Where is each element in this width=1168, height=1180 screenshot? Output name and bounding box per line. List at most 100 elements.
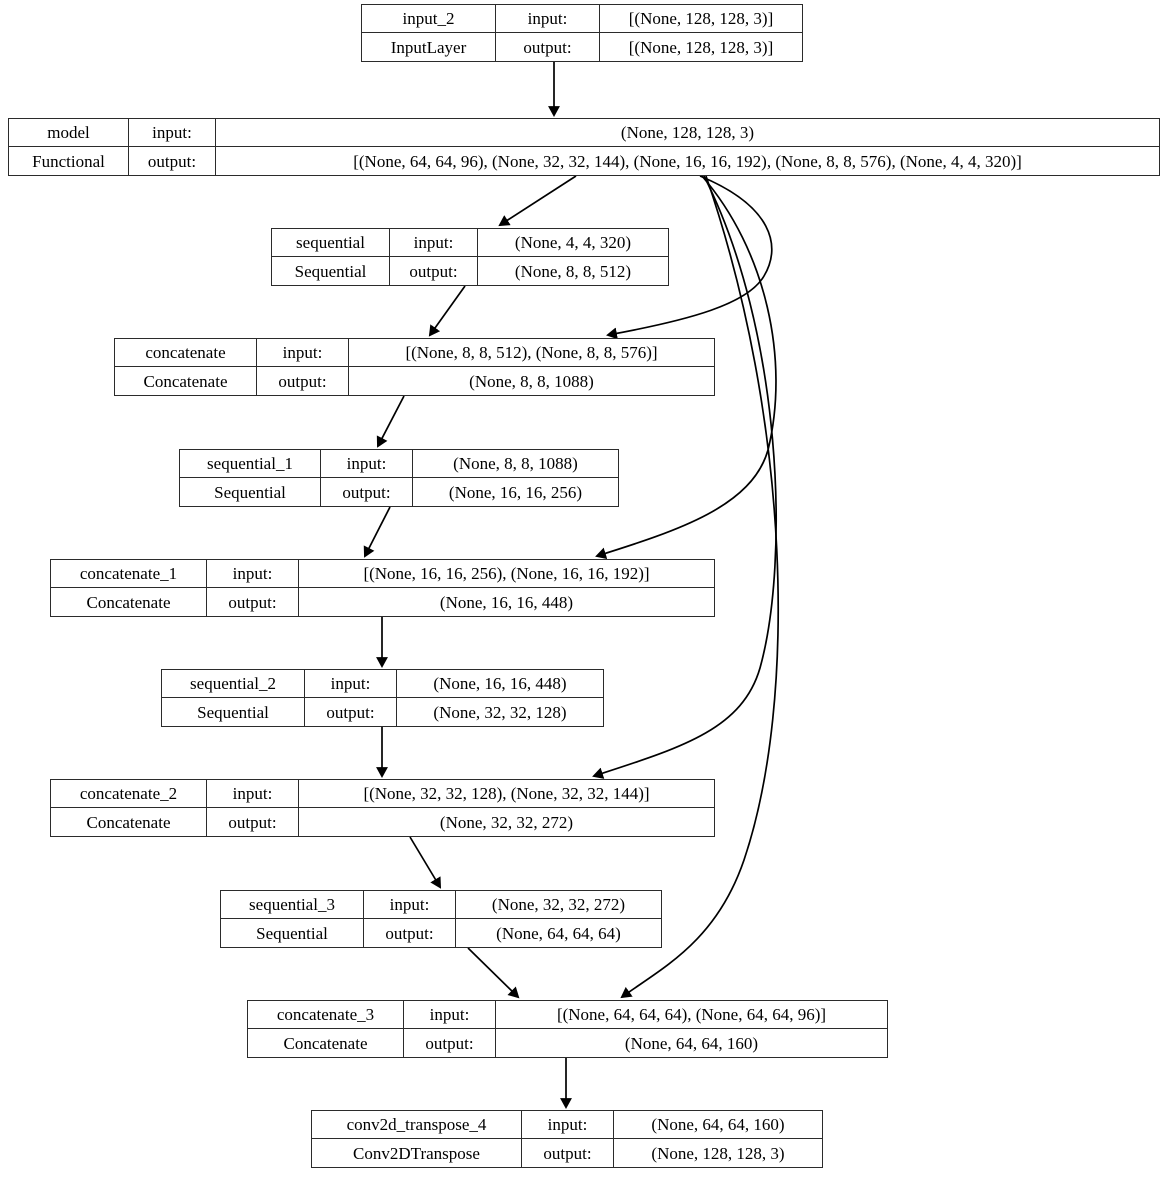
edge-model-to-sequential bbox=[498, 175, 577, 227]
input-shape: (None, 4, 4, 320) bbox=[514, 233, 632, 252]
output-shape: (None, 32, 32, 272) bbox=[439, 812, 574, 832]
output-shape: (None, 8, 8, 512) bbox=[514, 261, 632, 281]
input-shape: (None, 64, 64, 160) bbox=[651, 1115, 785, 1134]
layer-class: Sequential bbox=[180, 478, 321, 506]
layer-name: conv2d_transpose_4 bbox=[312, 1111, 522, 1138]
output-label: output: bbox=[129, 147, 216, 175]
layer-name: concatenate_1 bbox=[51, 560, 207, 587]
edge-sequential-to-concatenate bbox=[428, 285, 466, 337]
input-label: input: bbox=[496, 5, 600, 32]
layer-class: Sequential bbox=[272, 257, 390, 285]
layer-class: Concatenate bbox=[51, 588, 207, 616]
input-label: input: bbox=[404, 1001, 496, 1028]
output-shape: (None, 128, 128, 3) bbox=[651, 1143, 785, 1163]
output-label: output: bbox=[404, 1029, 496, 1057]
layer-class: Concatenate bbox=[115, 367, 257, 395]
layer-name: concatenate_3 bbox=[248, 1001, 404, 1028]
layer-class: Functional bbox=[9, 147, 129, 175]
input-label: input: bbox=[129, 119, 216, 146]
input-shape: (None, 16, 16, 448) bbox=[433, 674, 567, 693]
input-label: input: bbox=[207, 780, 299, 807]
layer-name: model bbox=[9, 119, 129, 146]
input-label: input: bbox=[305, 670, 397, 697]
output-label: output: bbox=[522, 1139, 614, 1167]
input-shape: (None, 8, 8, 1088) bbox=[453, 454, 578, 473]
output-shape: [(None, 128, 128, 3)] bbox=[628, 37, 774, 57]
input-shape: [(None, 16, 16, 256), (None, 16, 16, 192… bbox=[363, 564, 650, 583]
edge-concatenate-to-sequential1 bbox=[376, 395, 405, 448]
layer-name: sequential_2 bbox=[162, 670, 305, 697]
layer-class: InputLayer bbox=[362, 33, 496, 61]
input-label: input: bbox=[207, 560, 299, 587]
output-shape: (None, 64, 64, 64) bbox=[496, 923, 621, 943]
output-label: output: bbox=[207, 588, 299, 616]
output-shape: [(None, 64, 64, 96), (None, 32, 32, 144)… bbox=[353, 151, 1022, 171]
output-label: output: bbox=[207, 808, 299, 836]
output-label: output: bbox=[390, 257, 478, 285]
output-shape: (None, 32, 32, 128) bbox=[433, 702, 567, 722]
layer-class: Conv2DTranspose bbox=[312, 1139, 522, 1167]
edge-sequential3-to-concatenate3 bbox=[467, 947, 520, 999]
input-shape: [(None, 32, 32, 128), (None, 32, 32, 144… bbox=[363, 784, 650, 803]
layer-name: sequential_1 bbox=[180, 450, 321, 477]
layer-class: Concatenate bbox=[248, 1029, 404, 1057]
input-label: input: bbox=[364, 891, 456, 918]
input-shape: (None, 128, 128, 3) bbox=[620, 123, 755, 142]
input-label: input: bbox=[522, 1111, 614, 1138]
layer-name: concatenate bbox=[115, 339, 257, 366]
output-label: output: bbox=[364, 919, 456, 947]
layer-class: Concatenate bbox=[51, 808, 207, 836]
output-label: output: bbox=[496, 33, 600, 61]
input-shape: [(None, 64, 64, 64), (None, 64, 64, 96)] bbox=[556, 1005, 827, 1024]
input-shape: (None, 32, 32, 272) bbox=[491, 895, 626, 914]
output-shape: (None, 16, 16, 448) bbox=[439, 592, 574, 612]
input-shape: [(None, 8, 8, 512), (None, 8, 8, 576)] bbox=[405, 343, 658, 362]
output-shape: (None, 16, 16, 256) bbox=[448, 482, 583, 502]
output-label: output: bbox=[257, 367, 349, 395]
output-shape: (None, 8, 8, 1088) bbox=[469, 371, 594, 391]
output-label: output: bbox=[305, 698, 397, 726]
layer-name: sequential_3 bbox=[221, 891, 364, 918]
input-label: input: bbox=[321, 450, 413, 477]
input-shape: [(None, 128, 128, 3)] bbox=[628, 9, 774, 28]
output-label: output: bbox=[321, 478, 413, 506]
edge-sequential1-to-concatenate1 bbox=[363, 506, 391, 558]
layer-name: concatenate_2 bbox=[51, 780, 207, 807]
layer-name: sequential bbox=[272, 229, 390, 256]
layer-class: Sequential bbox=[162, 698, 305, 726]
layer-class: Sequential bbox=[221, 919, 364, 947]
layer-name: input_2 bbox=[362, 5, 496, 32]
input-label: input: bbox=[257, 339, 349, 366]
